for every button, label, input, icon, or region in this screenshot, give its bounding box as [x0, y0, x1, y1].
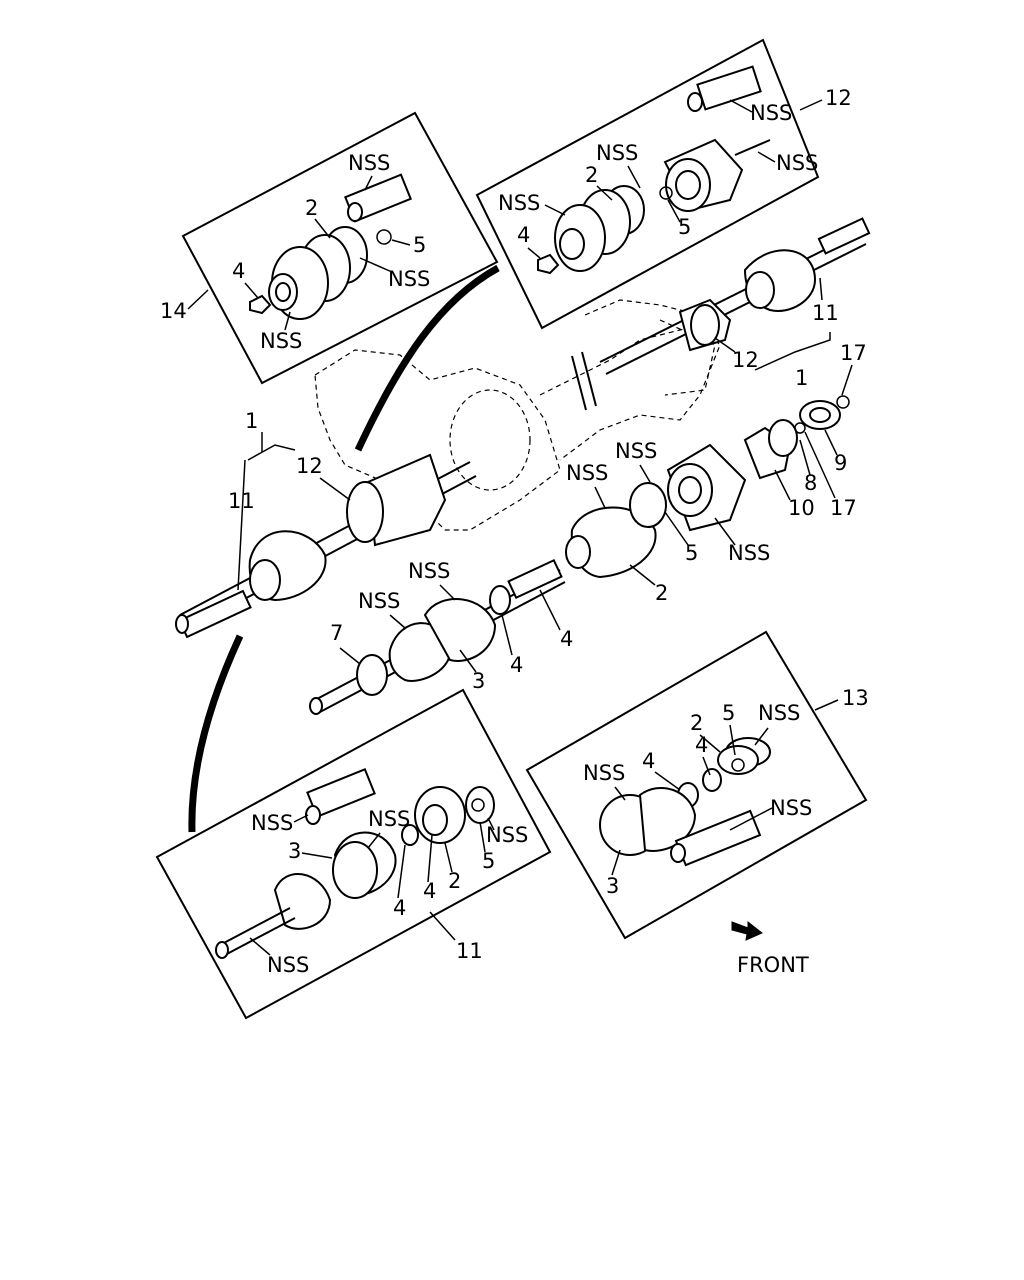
- callout-4: 4: [642, 749, 655, 773]
- front-arrow-icon: [731, 920, 763, 941]
- callout-nss: NSS: [770, 796, 812, 820]
- callout-5: 5: [722, 701, 735, 725]
- callout-11: 11: [812, 301, 839, 325]
- callout-nss: NSS: [615, 439, 657, 463]
- callout-11: 11: [456, 939, 483, 963]
- callout-3: 3: [472, 669, 485, 693]
- callout-nss: NSS: [251, 811, 293, 835]
- inset-12-inner-joint-kit: [475, 38, 820, 330]
- callout-4: 4: [695, 733, 708, 757]
- callout-nss: NSS: [348, 151, 390, 175]
- callout-8: 8: [804, 471, 817, 495]
- callout-nss: NSS: [728, 541, 770, 565]
- callout-nss: NSS: [776, 151, 818, 175]
- callout-1: 1: [245, 409, 258, 433]
- inset-14-callouts: NSS 2 5 NSS 4 14 NSS: [160, 151, 430, 353]
- callout-12: 12: [296, 454, 323, 478]
- curved-leader-lower: [188, 634, 244, 833]
- callout-nss: NSS: [596, 141, 638, 165]
- middle-shaft-callouts: NSS NSS 8 9 10 17 5 NSS 2 NSS NSS 7 4 4 …: [330, 429, 857, 693]
- callout-4: 4: [232, 259, 245, 283]
- callout-10: 10: [788, 496, 815, 520]
- inset-11-callouts: NSS NSS 3 4 4 2 5 NSS NSS 11: [249, 807, 528, 977]
- callout-2: 2: [655, 581, 668, 605]
- callout-4: 4: [560, 627, 573, 651]
- inset-14-outer-joint-kit: [181, 111, 499, 385]
- callout-3: 3: [606, 874, 619, 898]
- curved-leader-upper: [354, 264, 500, 452]
- callout-17: 17: [830, 496, 857, 520]
- callout-2: 2: [585, 163, 598, 187]
- callout-1: 1: [795, 366, 808, 390]
- inset-13-inner-joint-kit: [525, 630, 868, 940]
- callout-13: 13: [842, 686, 869, 710]
- middle-exploded-shaft: [309, 395, 850, 715]
- callout-nss: NSS: [358, 589, 400, 613]
- inset-12-callouts: NSS 12 NSS NSS 2 NSS 5 4: [498, 86, 852, 259]
- front-label: FRONT: [737, 953, 809, 977]
- callout-5: 5: [413, 233, 426, 257]
- callout-2: 2: [305, 196, 318, 220]
- callout-nss: NSS: [368, 807, 410, 831]
- callout-nss: NSS: [408, 559, 450, 583]
- callout-14: 14: [160, 299, 187, 323]
- callout-nss: NSS: [750, 101, 792, 125]
- callout-4: 4: [517, 223, 530, 247]
- callout-4: 4: [423, 879, 436, 903]
- callout-11: 11: [228, 489, 255, 513]
- callout-12: 12: [825, 86, 852, 110]
- callout-9: 9: [834, 451, 847, 475]
- callout-3: 3: [288, 839, 301, 863]
- callout-5: 5: [685, 541, 698, 565]
- inset-13-callouts: 13 2 5 NSS NSS 4 4 NSS 3: [583, 686, 869, 898]
- callout-nss: NSS: [583, 761, 625, 785]
- callout-2: 2: [690, 711, 703, 735]
- left-shaft-callouts: 1 12 11: [228, 409, 351, 591]
- callout-5: 5: [482, 849, 495, 873]
- callout-5: 5: [678, 215, 691, 239]
- callout-4: 4: [393, 896, 406, 920]
- right-shaft-callouts: 11 12 1 17: [714, 277, 867, 396]
- right-drive-shaft-assembly: [599, 217, 871, 375]
- callout-nss: NSS: [566, 461, 608, 485]
- front-direction-indicator: FRONT: [731, 920, 809, 977]
- callout-17: 17: [840, 341, 867, 365]
- callout-nss: NSS: [260, 329, 302, 353]
- left-drive-shaft-assembly: [175, 453, 477, 639]
- callout-nss: NSS: [758, 701, 800, 725]
- callout-4: 4: [510, 653, 523, 677]
- callout-nss: NSS: [498, 191, 540, 215]
- callout-nss: NSS: [388, 267, 430, 291]
- inset-11-outer-joint-kit: [155, 688, 552, 1020]
- callout-nss: NSS: [267, 953, 309, 977]
- callout-7: 7: [330, 621, 343, 645]
- callout-12: 12: [732, 348, 759, 372]
- callout-2: 2: [448, 869, 461, 893]
